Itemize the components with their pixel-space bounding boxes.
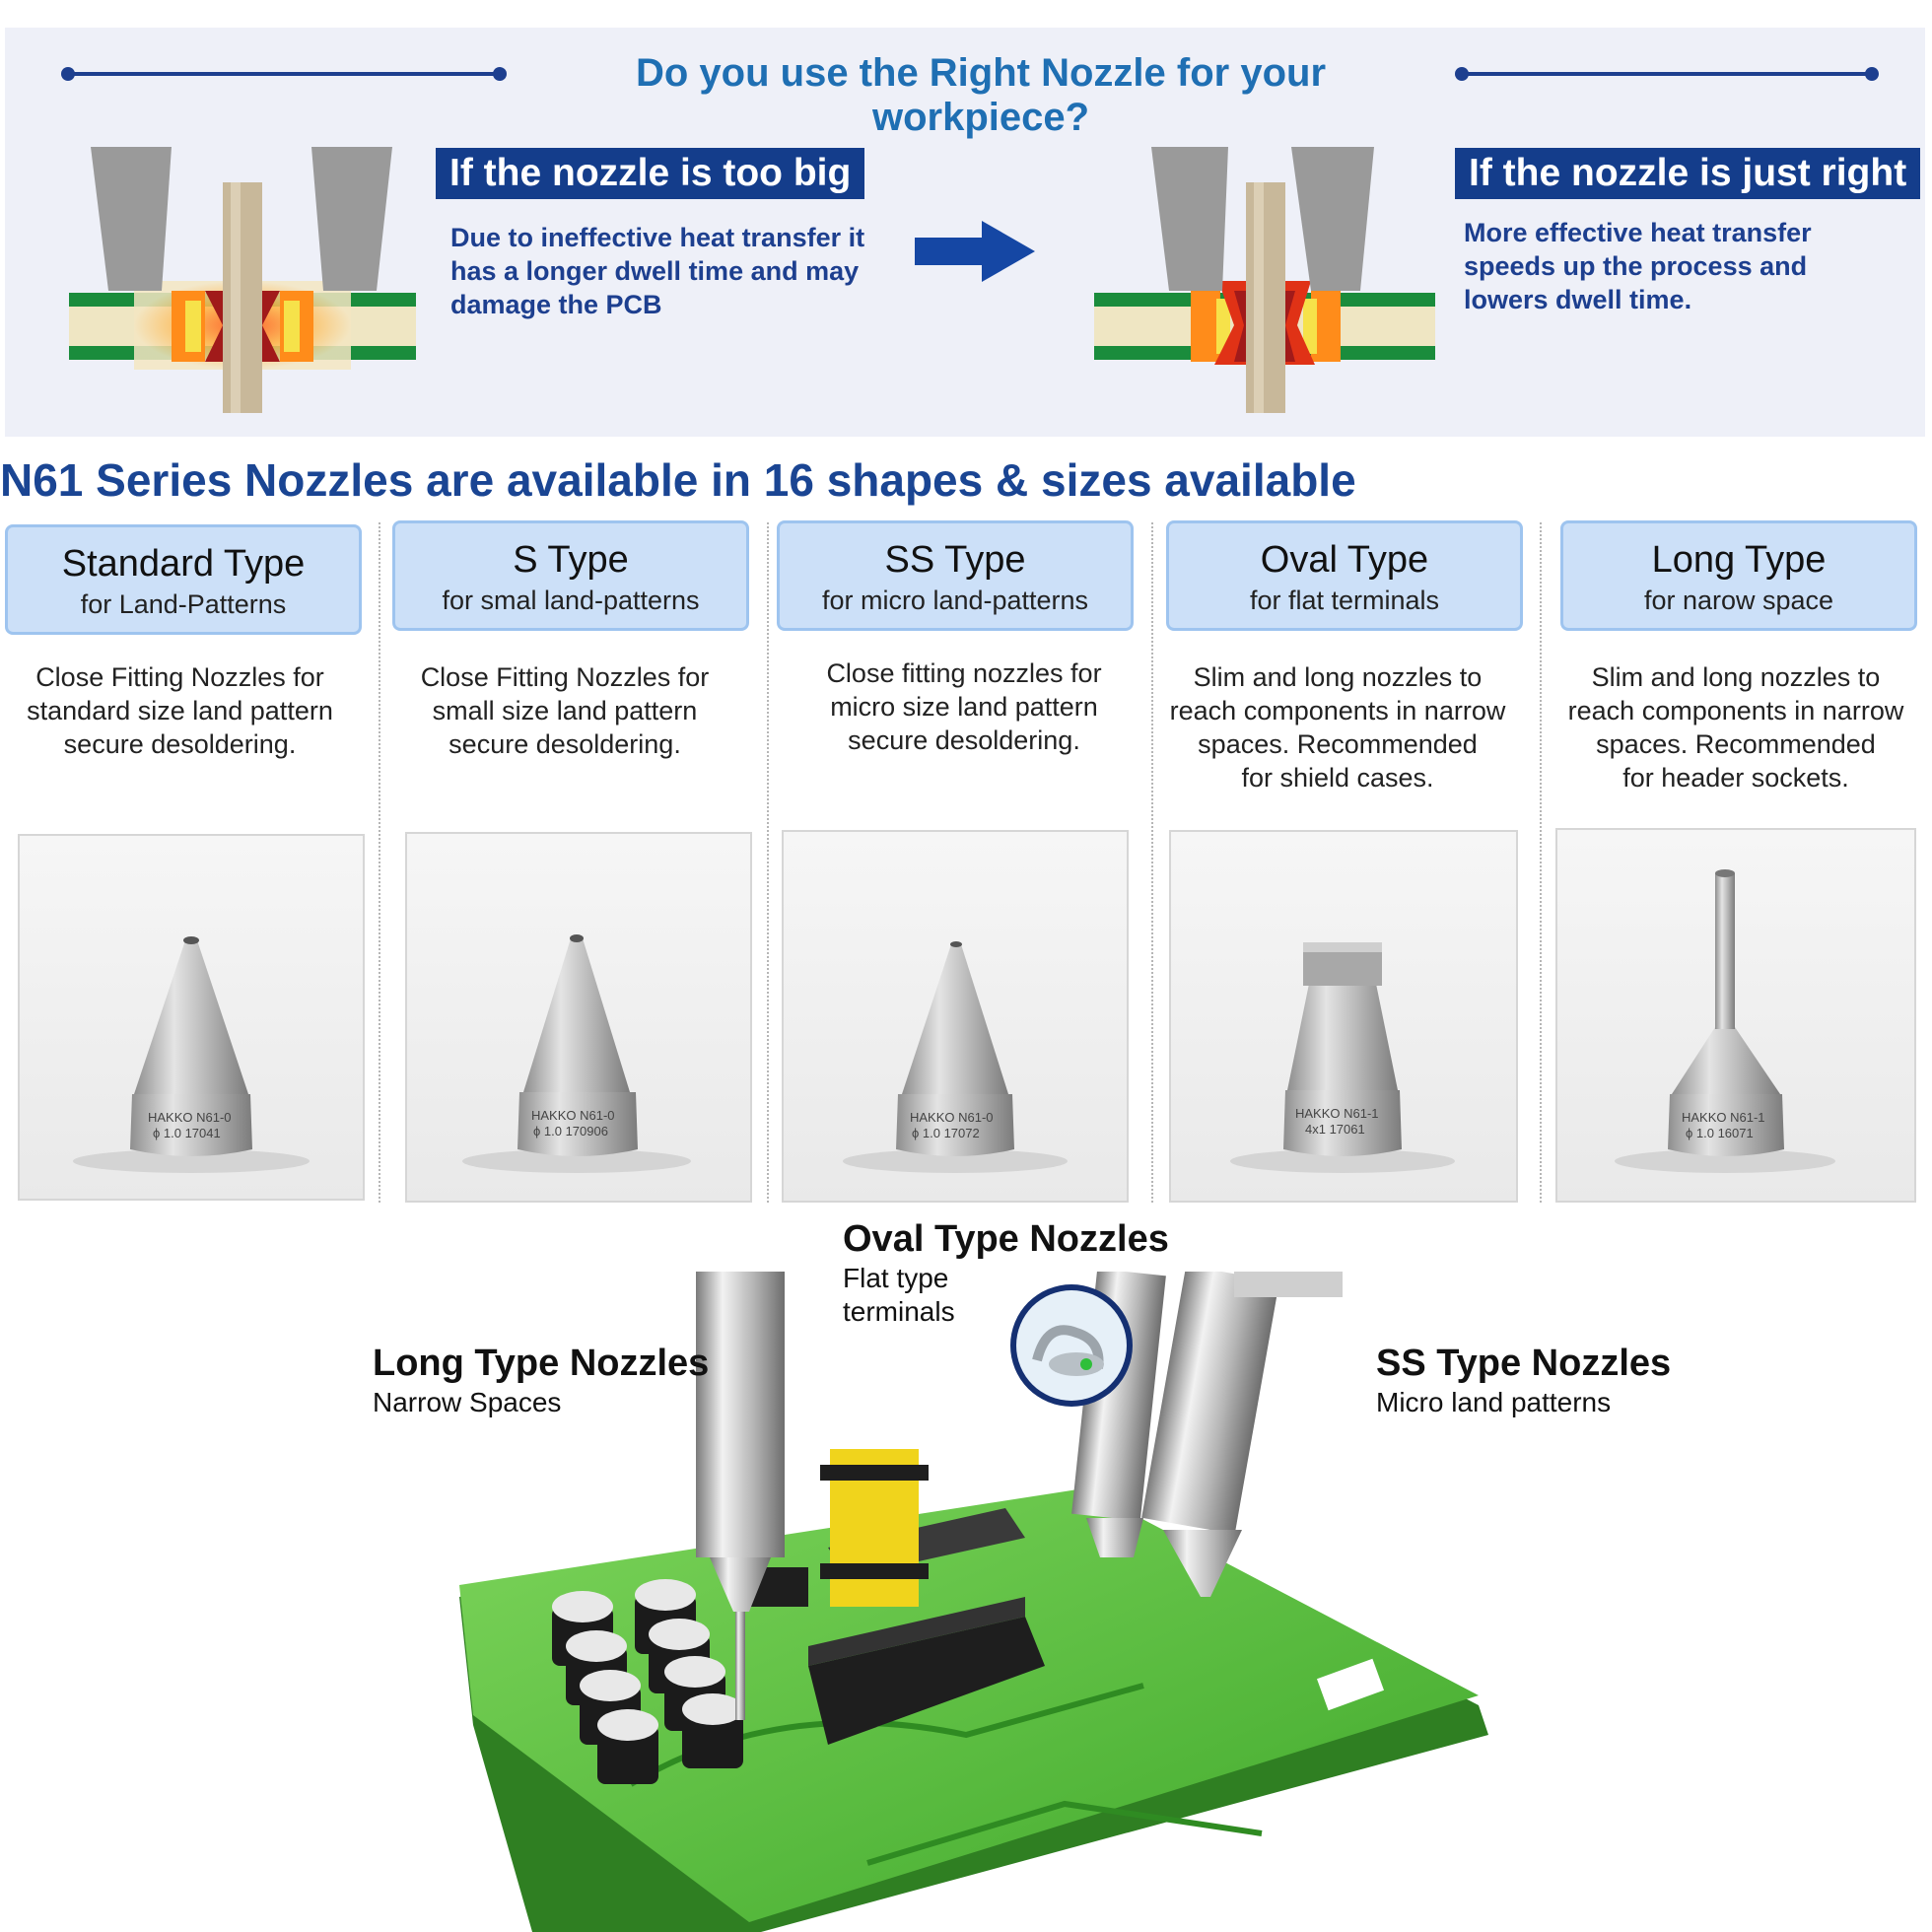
type-card-standard: Standard Type for Land-Patterns xyxy=(5,524,362,635)
type-subtitle: for narow space xyxy=(1643,586,1834,615)
nozzle-marking: ϕ 1.0 17041 xyxy=(153,1126,221,1140)
description-line: Slim and long nozzles to xyxy=(1591,662,1881,692)
description-line: small size land pattern xyxy=(432,696,698,725)
type-name: SS Type xyxy=(884,539,1026,581)
too-big-line: Due to ineffective heat transfer it xyxy=(450,223,865,252)
nozzle-marking: HAKKO N61-1 xyxy=(1295,1106,1379,1121)
description-line: reach components in narrow xyxy=(1567,696,1904,725)
series-title: N61 Series Nozzles are available in 16 s… xyxy=(0,454,1356,506)
pcb-nozzle-illustration xyxy=(459,1272,1488,1932)
nozzle-marking: HAKKO N61-1 xyxy=(1682,1110,1765,1125)
just-right-line: speeds up the process and xyxy=(1464,251,1808,281)
type-description-standard: Close Fitting Nozzles for standard size … xyxy=(5,660,355,761)
oval-nozzle-image: HAKKO N61-1 4x1 17061 xyxy=(1230,942,1455,1173)
just-right-heading: If the nozzle is just right xyxy=(1455,148,1921,199)
nozzle-marking: HAKKO N61-0 xyxy=(531,1108,615,1123)
type-subtitle: for micro land-patterns xyxy=(821,586,1089,615)
nozzle-marking: HAKKO N61-0 xyxy=(910,1110,994,1125)
too-big-heading: If the nozzle is too big xyxy=(436,148,865,199)
nozzle-photo-ss: HAKKO N61-0 ϕ 1.0 17072 xyxy=(782,830,1129,1203)
type-description-long: Slim and long nozzles to reach component… xyxy=(1555,660,1916,794)
correct-nozzle-diagram xyxy=(1094,147,1435,413)
type-description-s: Close Fitting Nozzles for small size lan… xyxy=(392,660,737,761)
ss-nozzle-tool xyxy=(1141,1272,1279,1535)
too-big-line: damage the PCB xyxy=(450,290,662,319)
standard-nozzle-image: HAKKO N61-0 ϕ 1.0 17041 xyxy=(73,936,310,1173)
column-divider xyxy=(379,522,380,1203)
description-line: for shield cases. xyxy=(1241,763,1434,793)
type-description-ss: Close fitting nozzles for micro size lan… xyxy=(789,656,1139,757)
nozzle-marking: ϕ 1.0 16071 xyxy=(1686,1126,1754,1140)
nozzle-photo-standard: HAKKO N61-0 ϕ 1.0 17041 xyxy=(18,834,365,1201)
title-rule-right xyxy=(1455,67,1879,81)
type-subtitle: for smal land-patterns xyxy=(442,586,700,615)
type-card-s: S Type for smal land-patterns xyxy=(392,520,749,631)
description-line: secure desoldering. xyxy=(448,729,681,759)
flat-terminal-inset xyxy=(1010,1284,1133,1407)
type-name: Oval Type xyxy=(1260,539,1429,581)
description-line: standard size land pattern xyxy=(27,696,333,725)
long-nozzle-tool xyxy=(696,1272,785,1557)
right-arrow-icon xyxy=(915,221,1035,282)
nozzle-marking: HAKKO N61-0 xyxy=(148,1110,232,1125)
description-line: for header sockets. xyxy=(1622,763,1849,793)
ss-nozzle-image: HAKKO N61-0 ϕ 1.0 17072 xyxy=(843,941,1068,1173)
too-big-description: Due to ineffective heat transfer it has … xyxy=(450,221,884,321)
type-description-oval: Slim and long nozzles to reach component… xyxy=(1159,660,1516,794)
description-line: reach components in narrow xyxy=(1169,696,1506,725)
banner-question: Do you use the Right Nozzle for your wor… xyxy=(635,51,1327,139)
nozzle-photo-s: HAKKO N61-0 ϕ 1.0 170906 xyxy=(405,832,752,1203)
description-line: Slim and long nozzles to xyxy=(1193,662,1483,692)
description-line: spaces. Recommended xyxy=(1596,729,1876,759)
callout-long-subtitle: Narrow Spaces xyxy=(373,1387,562,1417)
type-card-long: Long Type for narow space xyxy=(1560,520,1917,631)
just-right-description: More effective heat transfer speeds up t… xyxy=(1464,216,1888,316)
callout-line: terminals xyxy=(843,1296,955,1327)
title-rule-left xyxy=(61,67,507,81)
type-name: Long Type xyxy=(1651,539,1827,581)
description-line: secure desoldering. xyxy=(848,725,1080,755)
type-subtitle: for flat terminals xyxy=(1249,586,1440,615)
capacitor-group xyxy=(552,1579,743,1784)
callout-ss-subtitle: Micro land patterns xyxy=(1376,1387,1612,1417)
long-nozzle-image: HAKKO N61-1 ϕ 1.0 16071 xyxy=(1615,869,1835,1173)
description-line: Close Fitting Nozzles for xyxy=(420,662,710,692)
nozzle-marking: ϕ 1.0 170906 xyxy=(533,1124,608,1138)
callout-long-title: Long Type Nozzles xyxy=(373,1343,710,1384)
type-name: Standard Type xyxy=(61,543,306,585)
callout-oval-title: Oval Type Nozzles xyxy=(843,1218,1169,1260)
nozzle-photo-long: HAKKO N61-1 ϕ 1.0 16071 xyxy=(1555,828,1916,1203)
description-line: Close fitting nozzles for xyxy=(826,658,1102,688)
column-divider xyxy=(1540,522,1542,1203)
just-right-line: lowers dwell time. xyxy=(1464,285,1692,314)
description-line: spaces. Recommended xyxy=(1198,729,1478,759)
type-name: S Type xyxy=(513,539,629,581)
callout-oval-subtitle: Flat type terminals xyxy=(843,1262,955,1329)
nozzle-marking: 4x1 17061 xyxy=(1305,1122,1365,1137)
column-divider xyxy=(1151,522,1153,1203)
type-subtitle: for Land-Patterns xyxy=(80,589,287,619)
description-line: Close Fitting Nozzles for xyxy=(35,662,324,692)
callout-line: Flat type xyxy=(843,1263,949,1293)
callout-ss-title: SS Type Nozzles xyxy=(1376,1343,1672,1384)
description-line: secure desoldering. xyxy=(63,729,297,759)
too-big-line: has a longer dwell time and may xyxy=(450,256,860,286)
oversized-nozzle-diagram xyxy=(69,147,416,413)
just-right-line: More effective heat transfer xyxy=(1464,218,1812,247)
description-line: micro size land pattern xyxy=(830,692,1098,722)
s-nozzle-image: HAKKO N61-0 ϕ 1.0 170906 xyxy=(462,934,691,1173)
type-card-oval: Oval Type for flat terminals xyxy=(1166,520,1523,631)
type-card-ss: SS Type for micro land-patterns xyxy=(777,520,1134,631)
column-divider xyxy=(767,522,769,1203)
nozzle-photo-oval: HAKKO N61-1 4x1 17061 xyxy=(1169,830,1518,1203)
nozzle-marking: ϕ 1.0 17072 xyxy=(912,1126,980,1140)
